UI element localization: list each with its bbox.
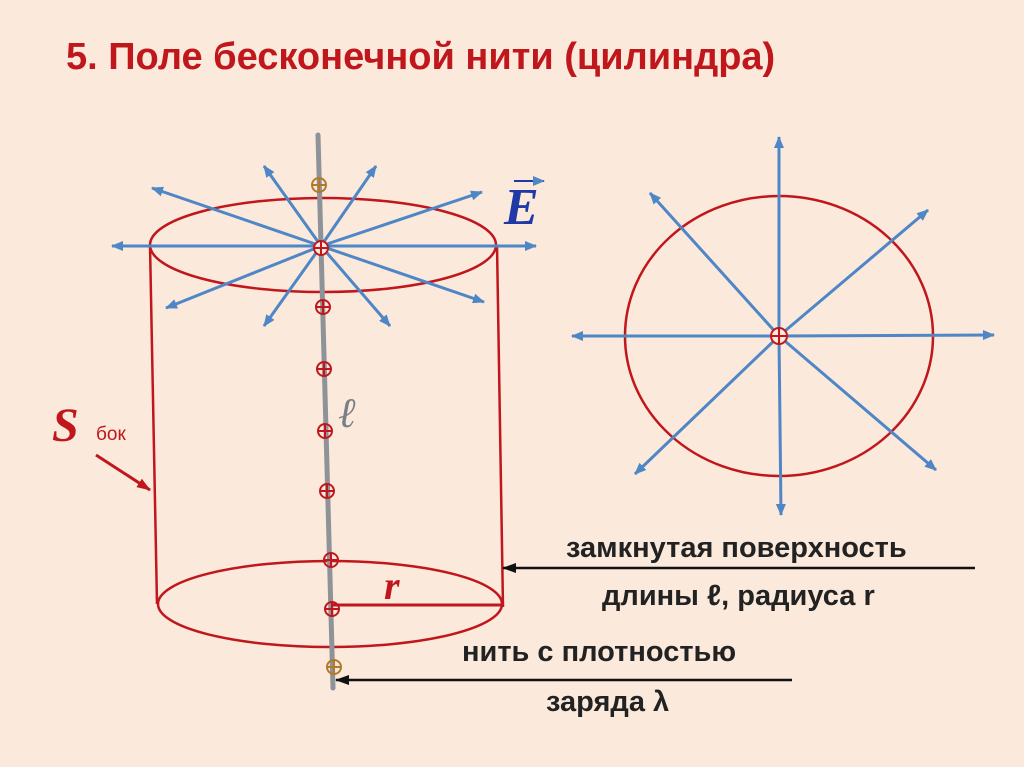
field-arrow [778,208,929,338]
charged-thread [315,132,336,691]
field-arrow [778,330,995,341]
charge-icon [311,177,327,193]
radius-symbol: r [384,563,400,608]
charge-icon [319,483,335,499]
slide-title: 5. Поле бесконечной нити (цилиндра) [66,36,776,78]
charge-icon [317,423,333,439]
surface-pointer-arrow [95,453,151,492]
field-arrow [778,334,937,472]
surface-subscript: бок [96,424,126,445]
closed-surface-note-line1: замкнутая поверхность [566,532,907,564]
field-arrow [648,191,781,338]
field-arrow [633,334,781,476]
charge-icon [316,361,332,377]
field-arrow [165,244,322,310]
charge-icon [315,299,331,315]
length-symbol: ℓ [338,388,356,437]
thread-note-line1: нить с плотностью [462,636,737,668]
thread-note-line2: заряда λ [546,686,670,718]
cylinder-left-edge [148,244,159,605]
field-arrow [320,190,483,248]
surface-symbol: S [52,399,79,452]
charges-on-thread [311,177,342,675]
field-vector-label: E [504,179,539,236]
closed-surface-note-line2: длины ℓ, радиуса r [602,580,875,612]
field-arrow [319,165,378,247]
field-arrows-cross-section [571,136,995,516]
field-arrow [262,165,323,247]
cylinder-right-edge [495,244,505,608]
field-arrow [262,245,323,327]
field-arrows-cylinder [111,165,537,327]
field-arrow [151,186,322,248]
field-arrow [775,335,786,516]
charge-icon [326,659,342,675]
field-arrow [319,245,392,327]
charge-icon [770,327,788,345]
field-arrow [320,244,485,304]
charge-icon [323,552,339,568]
charge-icon [313,240,329,256]
